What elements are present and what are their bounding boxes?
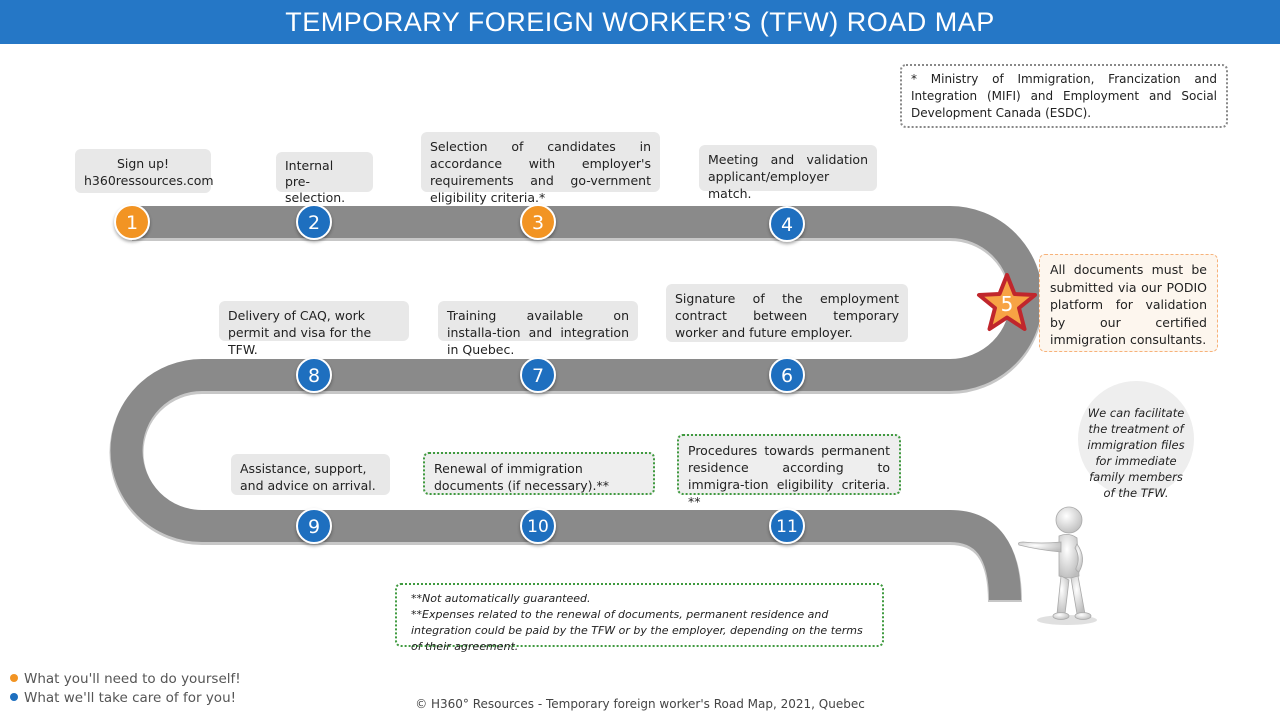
step-8-box: Delivery of CAQ, work permit and visa fo… bbox=[219, 301, 409, 357]
ministry-note: * Ministry of Immigration, Francization … bbox=[900, 64, 1228, 128]
family-note: We can facilitate the treatment of immig… bbox=[1078, 381, 1194, 500]
step-3-box: Selection of candidates in accordance wi… bbox=[421, 132, 660, 205]
step-5-star-icon: 5 bbox=[977, 273, 1037, 331]
step-5-marker-number: 5 bbox=[1001, 292, 1014, 316]
footer: © H360° Resources - Temporary foreign wo… bbox=[415, 697, 865, 711]
guarantee-note-line1: **Not automatically guaranteed. bbox=[411, 592, 591, 605]
pointing-figure-icon bbox=[1018, 506, 1097, 625]
step-1-box: Sign up! h360ressources.com bbox=[75, 149, 214, 193]
step-9-box: Assistance, support, and advice on arriv… bbox=[231, 454, 390, 495]
legend-worker-label: What you'll need to do yourself! bbox=[24, 671, 241, 687]
blue-dot-icon bbox=[10, 693, 18, 701]
step-9-marker: 9 bbox=[296, 508, 332, 544]
guarantee-note-line2: **Expenses related to the renewal of doc… bbox=[411, 608, 863, 653]
step-3-marker: 3 bbox=[520, 204, 556, 240]
legend-h360-label: What we'll take care of for you! bbox=[24, 690, 237, 706]
step-1-marker: 1 bbox=[114, 204, 150, 240]
step-11-box: Procedures towards permanent residence a… bbox=[677, 434, 901, 509]
step-6-marker: 6 bbox=[769, 357, 805, 393]
step-7-marker: 7 bbox=[520, 357, 556, 393]
step-8-marker: 8 bbox=[296, 357, 332, 393]
legend-worker: What you'll need to do yourself! bbox=[10, 671, 241, 687]
step-4-box: Meeting and validation applicant/employe… bbox=[699, 145, 877, 201]
step-11-marker: 11 bbox=[769, 508, 805, 544]
step-6-box: Signature of the employment contract bet… bbox=[666, 284, 908, 342]
step-2-box: Internal pre-selection. bbox=[276, 152, 373, 205]
orange-dot-icon bbox=[10, 674, 18, 682]
step-7-box: Training available on installa-tion and … bbox=[438, 301, 638, 357]
guarantee-note: **Not automatically guaranteed. **Expens… bbox=[395, 583, 884, 653]
page-title: TEMPORARY FOREIGN WORKER’S (TFW) ROAD MA… bbox=[0, 0, 1280, 44]
step-10-marker: 10 bbox=[520, 508, 556, 544]
step-4-marker: 4 bbox=[769, 206, 805, 242]
legend-h360: What we'll take care of for you! bbox=[10, 690, 236, 706]
step-10-box: Renewal of immigration documents (if nec… bbox=[423, 452, 655, 495]
step-5-box: All documents must be submitted via our … bbox=[1039, 254, 1218, 352]
step-2-marker: 2 bbox=[296, 204, 332, 240]
